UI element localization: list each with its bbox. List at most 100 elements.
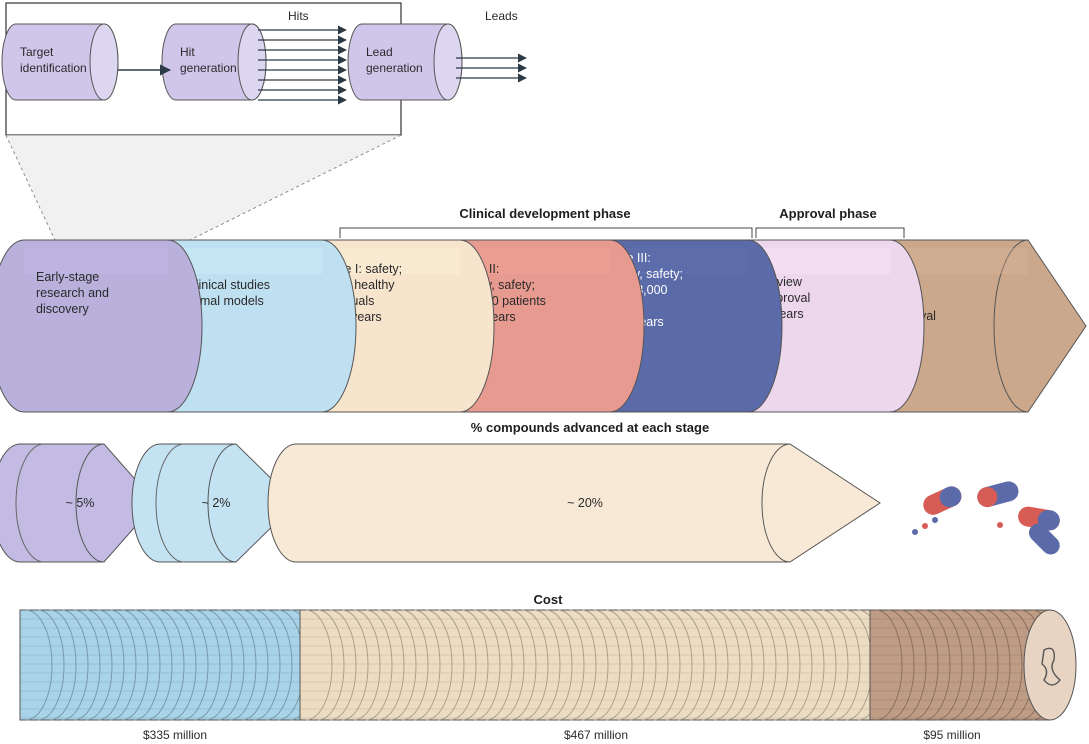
pipeline-stage-label-line: discovery [36,302,90,316]
coin-ring [785,609,813,721]
coin-ring [971,609,999,721]
cost-title: Cost [534,592,564,607]
coin-ring [377,609,405,721]
coin-ring [425,609,453,721]
coin-ring [899,609,927,721]
coin-ring [773,609,801,721]
coin-ring [725,609,753,721]
advance-stage-body [0,443,157,563]
coin-ring [935,609,963,721]
inset-cylinder-end [433,23,463,101]
coin-ring [797,609,825,721]
inset-stage-label-line: identification [20,61,87,75]
coin-ring [581,609,609,721]
advance-stage-ring [15,443,45,563]
inset-stage-label-line: generation [366,61,423,75]
coin-ring [437,609,465,721]
advance-title: % compounds advanced at each stage [471,420,709,435]
pipeline-stage-highlight [24,248,168,274]
coin-ring [109,609,137,721]
cost-cylinder-end [1023,609,1077,721]
cost-label: $467 million [564,728,628,742]
coin-ring [241,609,269,721]
coin-ring [353,609,381,721]
coin-ring [413,609,441,721]
advance-percent: ~ 2% [202,496,231,510]
coin-ring [761,609,789,721]
coin-ring [85,609,113,721]
coin-ring [701,609,729,721]
coin-ring [947,609,975,721]
hits-label: Hits [288,9,309,23]
coin-ring [569,609,597,721]
inset-cylinder-end [89,23,119,101]
cost-segment: $95 million [869,609,1071,742]
coin-ring [629,609,657,721]
coin-ring [133,609,161,721]
coin-ring [509,609,537,721]
coin-ring [193,609,221,721]
coin-ring [995,609,1023,721]
coin-ring [677,609,705,721]
cost-cylinder: $335 million $467 million $95 million [19,609,1077,742]
coin-ring [97,609,125,721]
coin-ring [689,609,717,721]
coin-ring [217,609,245,721]
coin-ring [121,609,149,721]
advance-stage: ~ 2% [131,443,297,563]
coin-ring [833,609,861,721]
coin-ring [821,609,849,721]
coin-ring [497,609,525,721]
coin-ring [449,609,477,721]
coin-ring [605,609,633,721]
coin-ring [49,609,77,721]
advance-percent: ~ 20% [567,496,603,510]
coin-ring [749,609,777,721]
advance-stage: ~ 20% [267,443,881,563]
coin-ring [205,609,233,721]
advance-stages: ~ 5% ~ 2% ~ 20% [0,443,881,563]
coin-ring [593,609,621,721]
phase-headers: Clinical development phase Approval phas… [339,206,905,238]
coin-ring [181,609,209,721]
coin-ring [401,609,429,721]
coin-ring [923,609,951,721]
coin-ring [73,609,101,721]
leads-label: Leads [485,9,518,23]
coin-ring [341,609,369,721]
inset-cylinder-end [237,23,267,101]
advance-stage-body [131,443,297,563]
pipeline-stage-body [0,239,203,413]
coin-ring [959,609,987,721]
cost-segment: $335 million [19,609,317,742]
coin-ring [265,609,293,721]
coin-ring [253,609,281,721]
coin-ring [887,609,915,721]
coin-ring [737,609,765,721]
coin-ring [713,609,741,721]
coin-ring [329,609,357,721]
coin-ring [875,609,903,721]
cost-end-mark [1041,647,1061,686]
coin-ring [61,609,89,721]
coin-ring [911,609,939,721]
inset-stage-label-line: Hit [180,45,195,59]
pipeline-stage-edge [993,239,1029,413]
coin-ring [169,609,197,721]
cost-label: $335 million [143,728,207,742]
coin-ring [665,609,693,721]
advance-stage-edge [75,443,105,563]
coin-ring [617,609,645,721]
cost-segment: $467 million [299,609,885,742]
cost-segment-body [869,609,1051,721]
advance-stage: ~ 5% [0,443,157,563]
pipeline-stage-label-line: Early-stage [36,270,99,284]
pipeline: PostapprovalFDA reviewand approval~ 1–2 … [0,239,1087,413]
